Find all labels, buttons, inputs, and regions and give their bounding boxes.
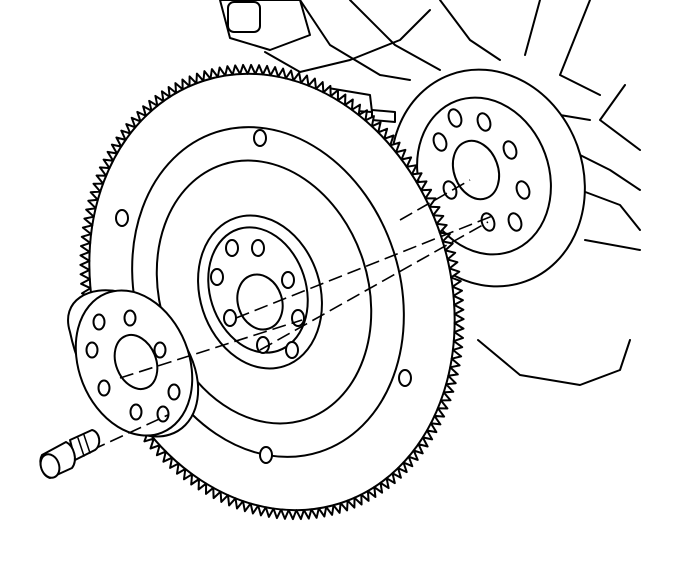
centerline — [399, 179, 471, 221]
crankshaft-bolt-hole — [432, 132, 448, 152]
flywheel-dowel-hole — [253, 129, 267, 147]
flywheel-hub-bolt-hole — [285, 341, 299, 359]
spacer-plate-bolt-hole — [153, 341, 167, 359]
spacer-plate-bolt-hole — [167, 383, 181, 401]
engine-block-lower-outline — [477, 339, 631, 386]
flywheel-bolt — [39, 429, 101, 479]
centerline — [119, 319, 303, 379]
bolt-shank — [69, 429, 101, 461]
flywheel-hub-bolt-hole — [281, 271, 295, 289]
spacer-plate-bolt-hole — [156, 405, 170, 423]
flywheel-dowel-hole — [259, 446, 273, 464]
flywheel-hub-bolt-hole — [225, 239, 239, 257]
crankshaft-bolt-hole — [476, 112, 492, 132]
flywheel-hub-bolt-hole — [251, 239, 265, 257]
spacer-plate-bolt-hole — [129, 403, 143, 421]
engine-rib — [559, 0, 601, 96]
crankshaft-bolt-hole — [447, 108, 463, 128]
flywheel-hub-bolt-hole — [291, 309, 305, 327]
flywheel-hub-bolt-hole — [210, 268, 224, 286]
engine-rib — [569, 149, 641, 191]
flywheel-hub-bolt-hole — [223, 309, 237, 327]
spacer-plate-bolt-hole — [85, 341, 99, 359]
engine-rib — [584, 239, 641, 251]
centerline — [259, 221, 489, 351]
flywheel-hub-face — [207, 226, 309, 354]
centerline — [235, 214, 496, 319]
engine-rib — [524, 0, 541, 56]
spacer-plate-bolt-hole — [92, 313, 106, 331]
engine-rib — [439, 0, 501, 61]
crankshaft-bolt-hole — [502, 140, 518, 160]
flywheel-hub-raised — [197, 214, 323, 370]
bolt-head-face — [39, 453, 61, 479]
flywheel-dowel-hole — [398, 369, 412, 387]
crankshaft-bolt-hole — [515, 180, 531, 200]
engine-rib — [349, 0, 441, 71]
engine-casting-edge — [264, 9, 431, 73]
engine-bracket-tab — [371, 109, 396, 123]
centerline — [91, 414, 169, 451]
spacer-plate — [67, 289, 200, 438]
engine-rib — [599, 84, 641, 151]
engine-rib — [299, 0, 411, 81]
spacer-plate-bolt-hole — [97, 379, 111, 397]
flywheel-center-bore — [236, 273, 284, 331]
engine-rib — [559, 114, 591, 121]
flywheel-dowel-hole — [115, 209, 129, 227]
spacer-plate-bolt-hole — [123, 309, 137, 327]
bolt-thread — [77, 434, 91, 457]
crankshaft-pilot-bore — [451, 139, 501, 201]
engine-rib — [579, 189, 641, 231]
engine-block — [219, 0, 641, 386]
alignment-lines — [91, 179, 496, 451]
engine-casting-pocket — [227, 1, 261, 33]
flywheel-hub-bolt-hole — [256, 336, 270, 354]
crankshaft-bolt-hole — [507, 212, 523, 232]
